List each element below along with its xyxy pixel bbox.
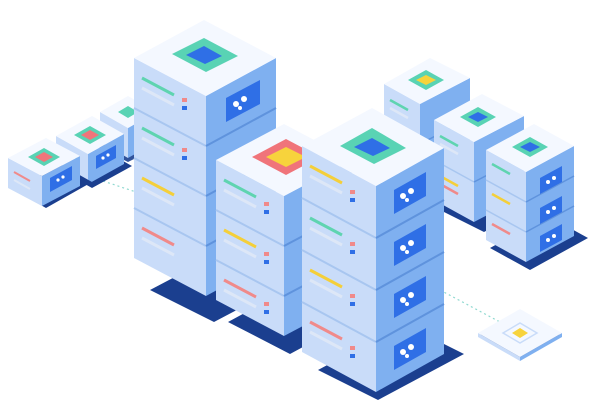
chip-icon	[266, 147, 306, 167]
floor-chip-icon	[512, 328, 528, 338]
chip-icon	[468, 112, 488, 122]
chip-icon	[416, 75, 436, 85]
chip-icon	[520, 142, 540, 152]
chip-icon	[186, 46, 222, 64]
chip-icon	[81, 130, 99, 140]
rack-left-small-1	[8, 138, 92, 208]
rack-right-front	[485, 124, 588, 270]
chip-icon	[35, 152, 53, 162]
rack-front-large	[301, 108, 464, 400]
chip-icon	[354, 138, 390, 156]
floor-tile	[478, 309, 562, 361]
